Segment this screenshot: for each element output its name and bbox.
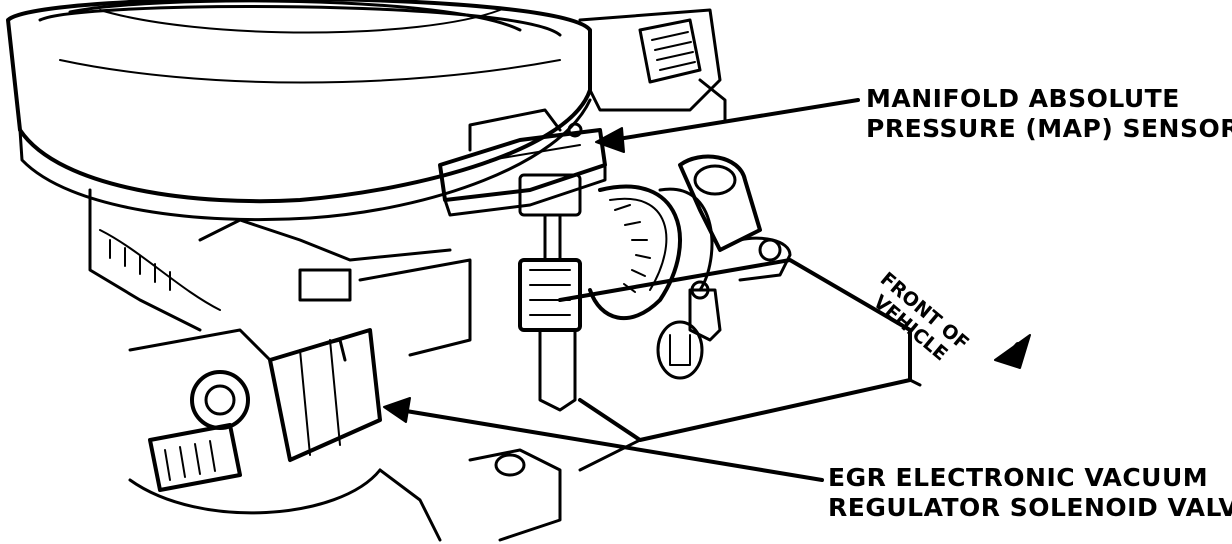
sensor-wiring-connector: [518, 213, 582, 412]
egr-valve-callout: EGR ELECTRONIC VACUUM REGULATOR SOLENOID…: [828, 463, 1232, 523]
vacuum-tube: [688, 280, 722, 342]
egr-solenoid-valve: [128, 328, 382, 515]
lower-mount-bracket: [378, 448, 562, 542]
map-sensor-callout: MANIFOLD ABSOLUTE PRESSURE (MAP) SENSOR: [866, 84, 1232, 144]
manifold-boss: [678, 154, 792, 282]
map-sensor-leader-arrow: [595, 98, 860, 153]
front-direction-arrow: [994, 334, 1031, 369]
corrugated-hose: [588, 184, 714, 320]
egr-valve-callout-line2: REGULATOR SOLENOID VALVE: [828, 493, 1232, 522]
intake-tubes: [88, 188, 472, 357]
valve-cover: [558, 258, 922, 472]
map-sensor-callout-line2: PRESSURE (MAP) SENSOR: [866, 114, 1232, 143]
upper-bracket-connector: [578, 8, 727, 122]
egr-valve-leader-arrow: [383, 397, 824, 482]
map-sensor: [438, 108, 607, 217]
map-sensor-callout-line1: MANIFOLD ABSOLUTE: [866, 84, 1180, 113]
egr-valve-callout-line1: EGR ELECTRONIC VACUUM: [828, 463, 1209, 492]
air-cleaner-housing: [6, 0, 592, 222]
